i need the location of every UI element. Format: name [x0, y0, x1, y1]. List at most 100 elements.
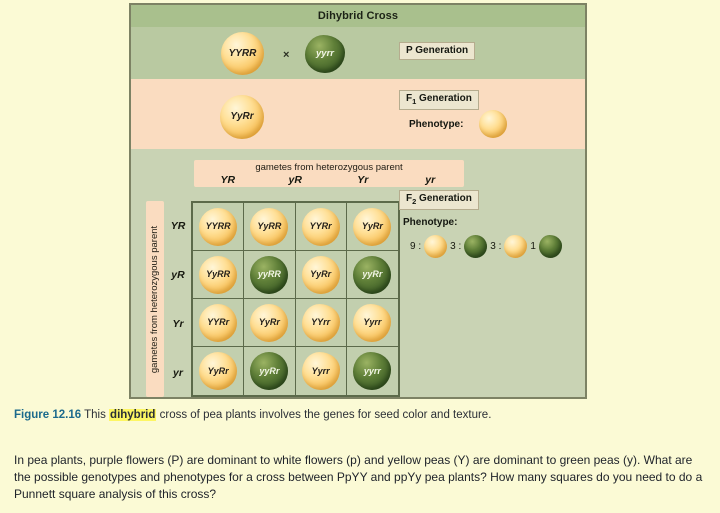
punnett-cell-pea: yyRr	[250, 352, 289, 390]
punnett-cell: Yyrr	[296, 347, 347, 395]
punnett-cell-genotype-label: yyRr	[362, 269, 383, 279]
punnett-cell-pea: YyRr	[199, 352, 238, 390]
punnett-cell: YyRr	[346, 203, 398, 251]
f2-phenotype-ratio-row: 9 : 3 : 3 : 1	[407, 235, 562, 258]
punnett-cell-pea: YYRr	[301, 207, 340, 246]
punnett-cell-genotype-label: YYRr	[309, 221, 332, 231]
punnett-cell-genotype-label: YyRr	[361, 221, 383, 231]
punnett-cell-pea: YyRr	[250, 303, 289, 342]
punnett-cell: yyRr	[346, 251, 398, 299]
f2-ratio-count: 9 :	[410, 241, 422, 252]
figure-title: Dihybrid Cross	[131, 5, 585, 29]
left-gamete-caption: gametes from heterozygous parent	[149, 225, 161, 373]
punnett-cell-genotype-label: YYRR	[205, 221, 231, 231]
punnett-cell-genotype-label: YyRr	[207, 365, 229, 376]
f2-label-sub: 2	[412, 197, 417, 206]
caption-highlighted-term: dihybrid	[109, 409, 157, 421]
f1-label-main: F	[406, 93, 413, 104]
punnett-cell: Yyrr	[346, 299, 398, 347]
f2-generation-band: gametes from heterozygous parent YR yR Y…	[131, 149, 585, 397]
punnett-cell-genotype-label: Yyrr	[311, 365, 330, 376]
p-generation-label: P Generation	[399, 42, 476, 60]
top-gamete-0: YR	[220, 174, 236, 186]
row-gamete-2: Yr	[172, 317, 184, 330]
punnett-cell: YYrr	[295, 299, 347, 347]
punnett-cell-genotype-label: Yyrr	[363, 317, 382, 327]
top-gamete-1: yR	[288, 174, 302, 186]
f2-ratio-pea	[538, 235, 562, 258]
punnett-cell: YyRR	[244, 203, 296, 251]
top-gamete-axis: gametes from heterozygous parent YR yR Y…	[194, 160, 464, 187]
punnett-cell-pea: YyRr	[353, 207, 392, 246]
p-parent2-pea: yyrr	[305, 35, 345, 73]
f2-label-main: F	[406, 193, 413, 204]
punnett-cell-pea: yyRR	[250, 255, 289, 294]
p-parent1-pea: YYRR	[221, 32, 264, 75]
punnett-cell-pea: YyRR	[250, 207, 289, 246]
punnett-cell-pea: YYRr	[199, 303, 238, 342]
punnett-cell-genotype-label: YyRr	[258, 317, 280, 327]
f1-offspring-pea: YyRr	[220, 95, 264, 139]
f1-phenotype-pea	[479, 110, 507, 138]
f1-offspring-genotype-label: YyRr	[230, 111, 254, 122]
f2-label-rest: Generation	[416, 193, 472, 204]
punnett-cell-genotype-label: YyRR	[257, 221, 282, 231]
figure-panel: Dihybrid Cross YYRR × yyrr P Generation …	[129, 3, 587, 399]
punnett-cell-pea: YyRr	[301, 255, 340, 294]
cross-symbol: ×	[283, 49, 290, 61]
f2-ratio-count: 3 :	[490, 241, 502, 252]
punnett-cell: yyRR	[244, 251, 296, 299]
punnett-cell-genotype-label: yyRr	[259, 365, 280, 376]
caption-after: cross of pea plants involves the genes f…	[156, 409, 492, 421]
punnett-cell-pea: YYrr	[301, 303, 340, 342]
punnett-cell: YyRR	[193, 251, 245, 299]
caption-figure-number: Figure 12.16	[14, 409, 82, 421]
row-gamete-3: yr	[173, 366, 183, 379]
row-gamete-0: YR	[170, 219, 186, 232]
left-gamete-axis: gametes from heterozygous parent	[146, 201, 164, 397]
top-gamete-caption: gametes from heterozygous parent	[255, 162, 403, 173]
punnett-cell-genotype-label: YYrr	[311, 317, 331, 327]
f2-generation-label: F2 Generation	[399, 190, 479, 211]
p-parent1-genotype-label: YYRR	[228, 47, 257, 59]
punnett-cell-pea: YyRR	[199, 255, 238, 294]
f1-generation-band: YyRr F1 Generation Phenotype:	[131, 79, 585, 223]
f2-phenotype-label: Phenotype:	[403, 217, 458, 228]
f2-ratio-pea	[464, 235, 488, 258]
p-parent2-genotype-label: yyrr	[316, 48, 334, 60]
punnett-cell: yyRr	[244, 347, 296, 395]
punnett-cell: yyrr	[347, 347, 398, 395]
punnett-cell-genotype-label: YyRR	[206, 269, 231, 279]
punnett-cell: YyRr	[193, 347, 245, 395]
body-paragraph: In pea plants, purple flowers (P) are do…	[14, 453, 703, 501]
top-gamete-3: yr	[425, 174, 436, 186]
f2-ratio-count: 3 :	[450, 241, 462, 252]
f1-phenotype-label: Phenotype:	[409, 119, 464, 130]
punnett-cell-pea: Yyrr	[353, 303, 392, 342]
punnett-cell: YyRr	[244, 299, 296, 347]
punnett-cell-genotype-label: YYRr	[207, 317, 230, 327]
punnett-cell-pea: YYRR	[199, 207, 238, 246]
punnett-cell-genotype-label: yyrr	[363, 365, 381, 376]
f1-label-rest: Generation	[416, 93, 472, 104]
f2-ratio-count: 1	[530, 241, 536, 252]
punnett-cell-genotype-label: YyRr	[310, 269, 332, 279]
f1-generation-label: F1 Generation	[399, 90, 479, 111]
punnett-cell-pea: yyrr	[353, 352, 392, 390]
punnett-cell: YYRR	[193, 203, 245, 251]
punnett-cell: YYRr	[295, 203, 347, 251]
p-generation-band: YYRR × yyrr P Generation	[131, 27, 585, 101]
top-gamete-2: Yr	[357, 174, 369, 186]
top-gamete-labels: YR yR Yr yr	[194, 174, 464, 186]
f2-ratio-pea	[424, 235, 448, 258]
row-gamete-1: yR	[171, 268, 185, 281]
punnett-cell-pea: Yyrr	[301, 352, 340, 390]
punnett-cell: YyRr	[295, 251, 347, 299]
punnett-cell-pea: yyRr	[353, 255, 392, 294]
punnett-cell-genotype-label: yyRR	[257, 269, 281, 279]
f1-label-sub: 1	[412, 97, 417, 106]
left-gamete-labels: YR yR Yr yr	[167, 201, 189, 397]
caption-before: This	[81, 409, 110, 421]
figure-caption: Figure 12.16 This dihybrid cross of pea …	[14, 409, 708, 421]
